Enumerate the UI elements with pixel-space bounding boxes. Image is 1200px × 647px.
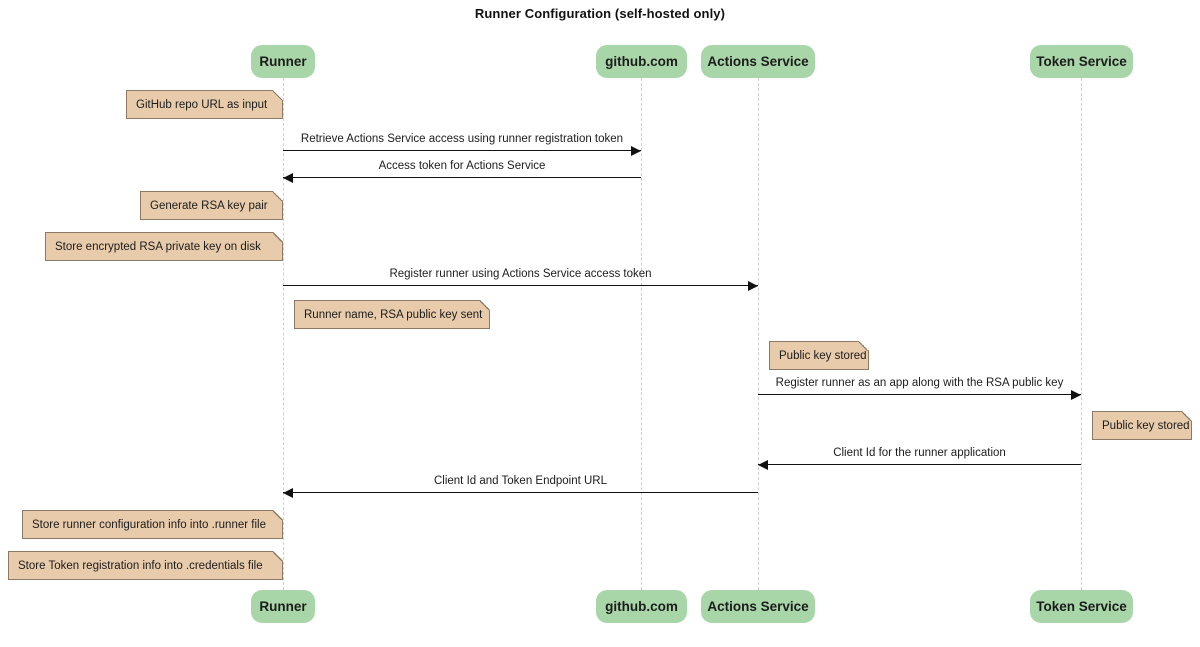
note-n3: Store encrypted RSA private key on disk bbox=[45, 232, 283, 261]
note-folded-corner-icon bbox=[480, 300, 490, 310]
message-line-m4 bbox=[758, 394, 1081, 395]
note-n7: Store runner configuration info into .ru… bbox=[22, 510, 283, 539]
message-label-m5: Client Id for the runner application bbox=[833, 447, 1006, 459]
participant-label: github.com bbox=[605, 599, 678, 614]
participant-label: Runner bbox=[259, 54, 307, 69]
note-n2: Generate RSA key pair bbox=[140, 191, 283, 220]
participant-actions-top[interactable]: Actions Service bbox=[701, 45, 815, 78]
note-folded-corner-icon bbox=[273, 191, 283, 201]
message-label-m6: Client Id and Token Endpoint URL bbox=[433, 475, 608, 487]
message-line-m2 bbox=[283, 177, 641, 178]
note-n6: Public key stored bbox=[1092, 411, 1192, 440]
note-folded-corner-icon bbox=[273, 510, 283, 520]
message-label-m3: Register runner using Actions Service ac… bbox=[389, 268, 652, 280]
participant-label: Actions Service bbox=[707, 599, 809, 614]
note-folded-corner-icon bbox=[1182, 411, 1192, 421]
note-n8: Store Token registration info into .cred… bbox=[8, 551, 283, 580]
note-folded-corner-icon bbox=[859, 341, 869, 351]
note-text: Store runner configuration info into .ru… bbox=[32, 518, 266, 531]
message-arrowhead-m4 bbox=[1071, 389, 1081, 400]
participant-actions-bottom[interactable]: Actions Service bbox=[701, 590, 815, 623]
note-folded-corner-icon bbox=[273, 551, 283, 561]
message-arrowhead-m6 bbox=[283, 487, 293, 498]
participant-label: Runner bbox=[259, 599, 307, 614]
lifeline-github bbox=[641, 78, 642, 590]
participant-token-top[interactable]: Token Service bbox=[1030, 45, 1133, 78]
message-label-m2: Access token for Actions Service bbox=[378, 160, 546, 172]
note-text: Public key stored bbox=[1102, 419, 1190, 432]
participant-label: github.com bbox=[605, 54, 678, 69]
note-text: Public key stored bbox=[779, 349, 867, 362]
participant-runner-top[interactable]: Runner bbox=[251, 45, 315, 78]
participant-github-top[interactable]: github.com bbox=[596, 45, 687, 78]
message-arrowhead-m3 bbox=[748, 280, 758, 291]
note-n1: GitHub repo URL as input bbox=[126, 90, 283, 119]
message-arrowhead-m1 bbox=[631, 145, 641, 156]
note-n5: Public key stored bbox=[769, 341, 869, 370]
message-line-m5 bbox=[758, 464, 1081, 465]
message-line-m3 bbox=[283, 285, 758, 286]
note-folded-corner-icon bbox=[273, 90, 283, 100]
message-line-m6 bbox=[283, 492, 758, 493]
note-folded-corner-icon bbox=[273, 232, 283, 242]
participant-runner-bottom[interactable]: Runner bbox=[251, 590, 315, 623]
message-arrowhead-m2 bbox=[283, 172, 293, 183]
participant-token-bottom[interactable]: Token Service bbox=[1030, 590, 1133, 623]
participant-label: Actions Service bbox=[707, 54, 809, 69]
diagram-title: Runner Configuration (self-hosted only) bbox=[474, 6, 726, 21]
message-line-m1 bbox=[283, 150, 641, 151]
lifeline-token bbox=[1081, 78, 1082, 590]
note-text: Store encrypted RSA private key on disk bbox=[55, 240, 261, 253]
lifeline-actions bbox=[758, 78, 759, 590]
participant-github-bottom[interactable]: github.com bbox=[596, 590, 687, 623]
note-text: Store Token registration info into .cred… bbox=[18, 559, 263, 572]
note-text: Runner name, RSA public key sent bbox=[304, 308, 483, 321]
lifeline-runner bbox=[283, 78, 284, 590]
note-text: GitHub repo URL as input bbox=[136, 98, 268, 111]
message-arrowhead-m5 bbox=[758, 459, 768, 470]
participant-label: Token Service bbox=[1036, 599, 1127, 614]
note-n4: Runner name, RSA public key sent bbox=[294, 300, 490, 329]
participant-label: Token Service bbox=[1036, 54, 1127, 69]
note-text: Generate RSA key pair bbox=[150, 199, 268, 212]
message-label-m1: Retrieve Actions Service access using ru… bbox=[300, 133, 624, 145]
message-label-m4: Register runner as an app along with the… bbox=[775, 377, 1064, 389]
